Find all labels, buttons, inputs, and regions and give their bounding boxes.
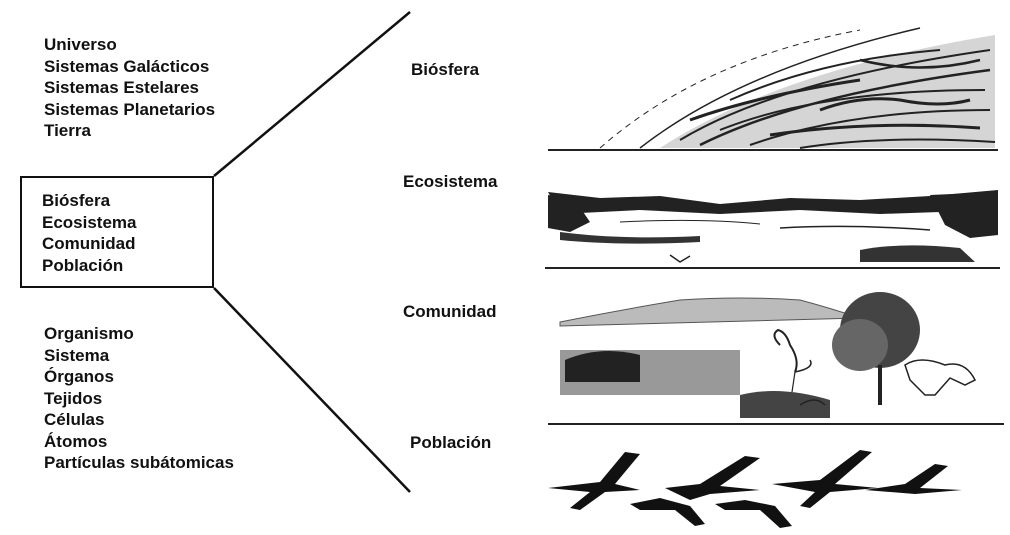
- community-illustration: [548, 292, 1004, 424]
- expansion-line-top: [214, 12, 410, 176]
- population-illustration: [548, 450, 962, 528]
- ecosystem-illustration: [545, 190, 1000, 268]
- expansion-line-bottom: [214, 288, 410, 492]
- level-label-biosphere: Biósfera: [411, 60, 479, 80]
- level-label-population: Población: [410, 433, 491, 453]
- level-label-community: Comunidad: [403, 302, 497, 322]
- level-label-ecosystem: Ecosistema: [403, 172, 498, 192]
- biosphere-illustration: [548, 28, 998, 150]
